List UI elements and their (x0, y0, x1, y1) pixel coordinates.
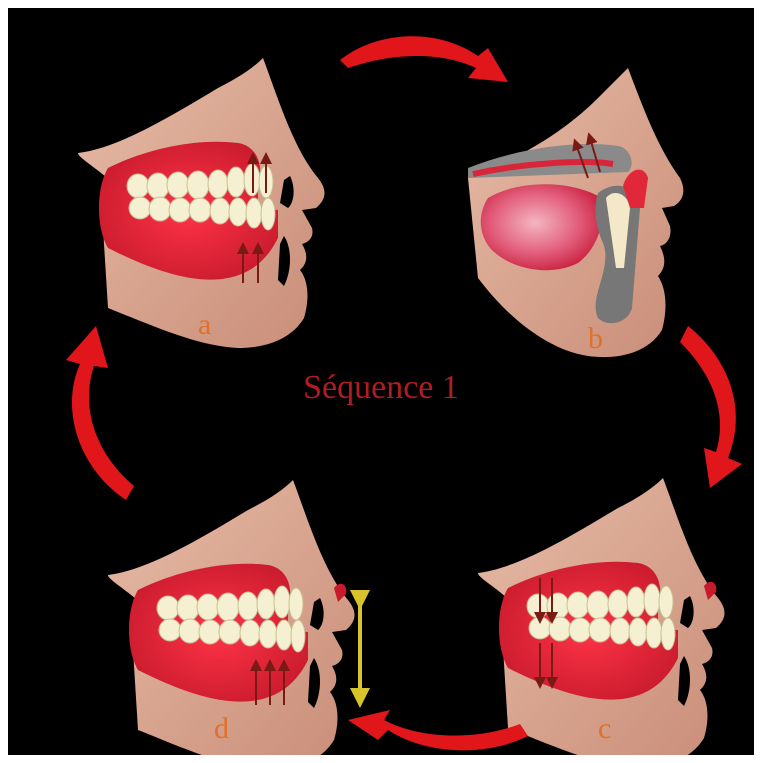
cycle-arrow-bottom-icon (348, 710, 528, 750)
panel-b-illustration (468, 68, 683, 357)
panel-d-illustration (108, 480, 355, 755)
panel-a-illustration (78, 58, 325, 348)
panel-b-label: b (588, 324, 603, 354)
panel-d-label: d (214, 714, 229, 744)
diagram-canvas: a b c d Séquence 1 (8, 8, 754, 755)
cycle-arrow-left-icon (66, 326, 134, 500)
panel-c-label: c (598, 714, 611, 744)
sequence-title: Séquence 1 (8, 370, 754, 406)
panel-a-label: a (198, 310, 211, 340)
cycle-arrow-top-icon (340, 36, 508, 82)
cycle-arrow-right-icon (680, 326, 742, 488)
